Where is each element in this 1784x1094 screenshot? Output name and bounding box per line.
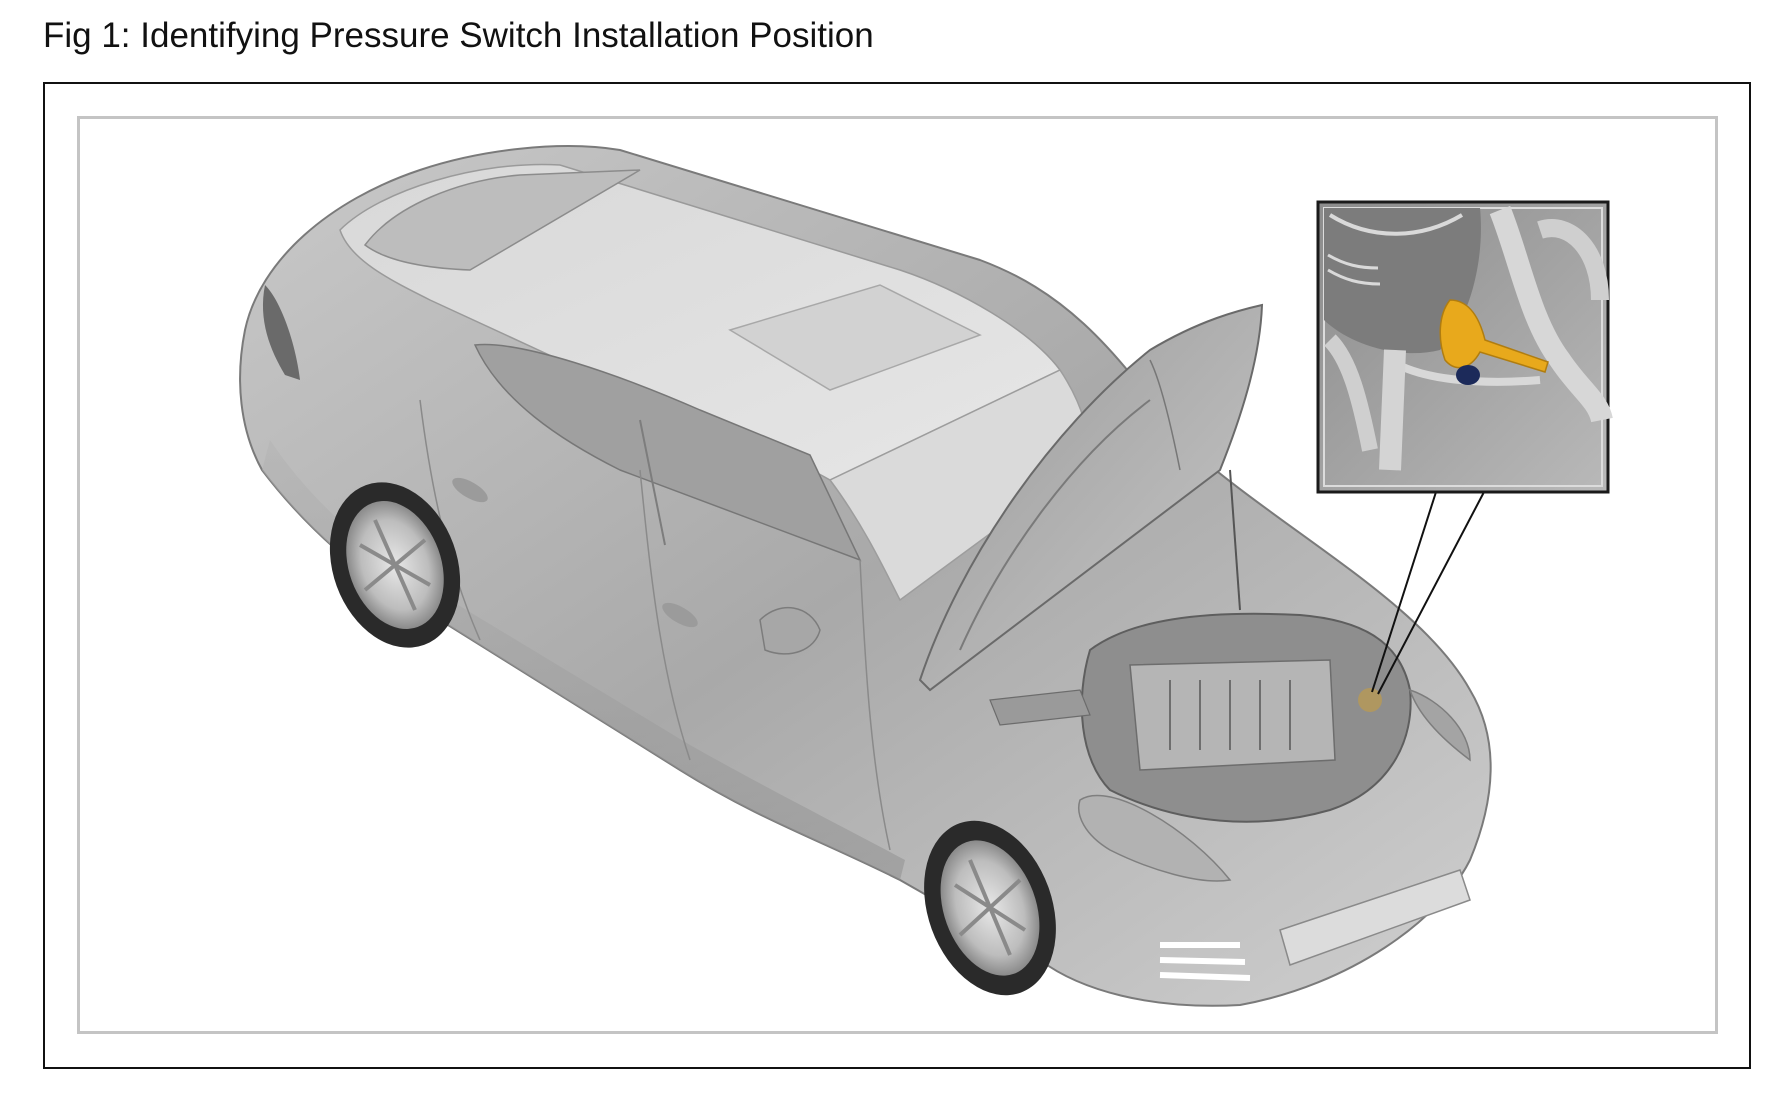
pressure-switch-inset [1316, 200, 1613, 494]
open-hood [918, 303, 1264, 692]
pressure-switch [1439, 299, 1549, 385]
front-bumper [1078, 688, 1471, 981]
rear-wheel [329, 482, 461, 648]
callout-lines [1371, 491, 1485, 695]
engine-bay [989, 612, 1412, 823]
front-wheel [924, 820, 1056, 996]
figure-title: Fig 1: Identifying Pressure Switch Insta… [43, 16, 874, 55]
